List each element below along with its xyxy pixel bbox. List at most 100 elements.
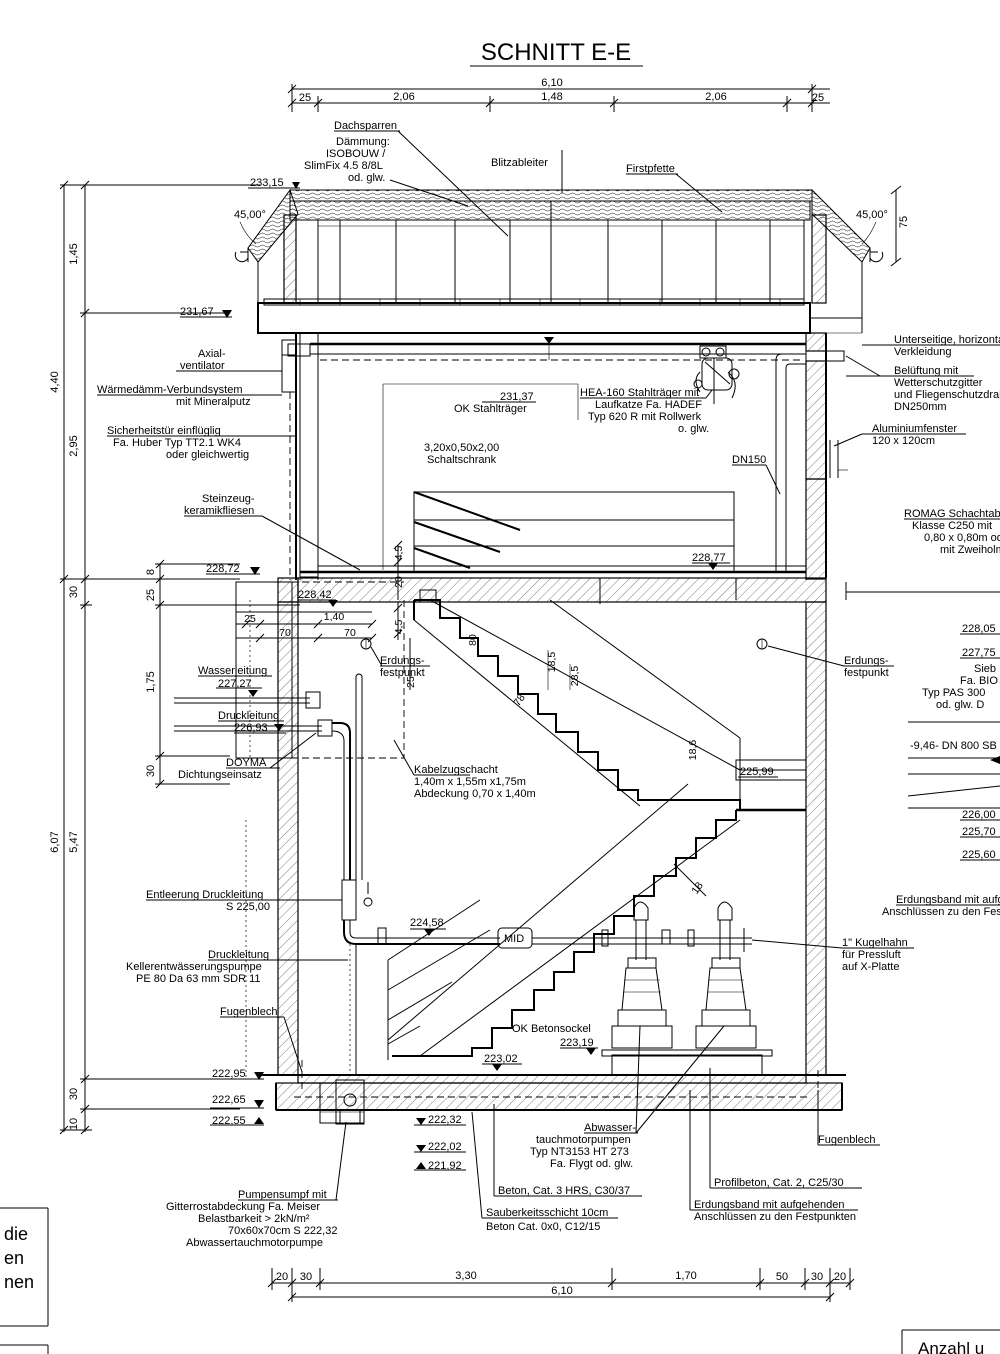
dim-inner-30: 30	[145, 765, 157, 777]
label-wasserleitung: Wasserleitung	[198, 665, 267, 677]
label-sauberkeit-2: Beton Cat. 0x0, C12/15	[486, 1221, 600, 1233]
dim-left-440: 4,40	[49, 371, 61, 392]
dim-stair-b: 18,5	[546, 652, 558, 673]
label-druckleitung2-1: Druckleitung	[208, 949, 269, 961]
dim-stair-c: 28,5	[569, 666, 581, 687]
label-mid: MID	[504, 933, 524, 945]
label-steinzeug-2: keramikfliesen	[184, 505, 254, 517]
label-daemmung-4: od. glw.	[348, 172, 385, 184]
dim-ped-25: 25	[405, 676, 417, 688]
label-pumpensumpf-5: Abwassertauchmotorpumpe	[186, 1237, 323, 1249]
dim-bottom-30a: 30	[300, 1271, 312, 1283]
label-profilbeton: Profilbeton, Cat. 2, C25/30	[714, 1177, 844, 1189]
label-erdungsband-b-1: Erdungsband mit aufgehenden	[694, 1199, 844, 1211]
level-22458: 224,58	[410, 917, 444, 929]
label-axial-2: ventilator	[180, 360, 225, 372]
label-abwasser-2: tauchmotorpumpen	[536, 1134, 631, 1146]
label-abwasser-3: Typ NT3153 HT 273	[530, 1146, 629, 1158]
label-erdung-r-2: festpunkt	[844, 667, 889, 679]
label-erdungsband-r-2: Anschlüssen zu den Festpunkten	[882, 906, 1000, 918]
level-22192: 221,92	[428, 1160, 462, 1172]
pumps	[611, 901, 757, 1049]
level-23137: 231,37	[500, 391, 534, 403]
label-wdvs-2: mit Mineralputz	[176, 396, 251, 408]
label-alufenster-2: 120 x 120cm	[872, 435, 935, 447]
crane-trolley	[693, 345, 740, 404]
dim-stair-e: 18,6	[687, 740, 699, 761]
label-kabelzug-3: Abdeckung 0,70 x 1,40m	[414, 788, 536, 800]
dim-left-547: 5,47	[68, 831, 80, 852]
label-hea-4: o. glw.	[678, 423, 709, 435]
top-dimension-chain: 6,10 25 2,06 1,48 2,06 25	[287, 77, 830, 112]
dim-top-total: 6,10	[541, 77, 562, 89]
dim-stair-a: 80	[467, 634, 479, 646]
label-romag-3: 0,80 x 0,80m od. glw.	[924, 532, 1000, 544]
dim-hatch-25: 25	[244, 613, 256, 625]
label-wdvs-1: Wärmedämm-Verbundsystem	[97, 384, 243, 396]
level-22842: 228,42	[298, 589, 332, 601]
label-sieb-1: Sieb	[974, 663, 996, 675]
label-belueftung-2: Wetterschutzgitter	[894, 377, 983, 389]
level-22775: 227,75	[962, 647, 996, 659]
cropped-title-block-left: die en nen	[0, 1207, 49, 1354]
label-sieb-4: od. glw. D	[936, 699, 984, 711]
dim-bottom-total: 6,10	[551, 1285, 572, 1297]
label-druckleitung2-2: Kellerentwässerungspumpe	[126, 961, 262, 973]
label-ok-beton: OK Betonsockel	[512, 1023, 591, 1035]
label-entleerung-1: Entleerung Druckleitung	[146, 889, 263, 901]
fragment-anzahl: Anzahl u	[918, 1339, 984, 1354]
dim-roof-75: 75	[898, 216, 910, 228]
level-22255: 222,55	[212, 1115, 246, 1127]
dim-bottom-30b: 30	[811, 1271, 823, 1283]
label-kugelhahn-1: 1" Kugelhahn	[842, 937, 908, 949]
dim-bottom-50: 50	[776, 1271, 788, 1283]
label-blitzableiter: Blitzableiter	[491, 157, 548, 169]
dim-hatch-140: 1,40	[324, 611, 345, 623]
label-dn150: DN150	[732, 454, 766, 466]
label-pumpensumpf-3: Belastbarkeit > 2kN/m²	[198, 1213, 310, 1225]
level-22693: 226,93	[234, 722, 268, 734]
upper-interior: 4,5 20	[300, 345, 806, 600]
label-axial-1: Axial-	[198, 348, 226, 360]
dim-inner-175: 1,75	[145, 671, 157, 692]
label-belueftung-3: und Fliegenschutzdraht	[894, 389, 1000, 401]
level-22877: 228,77	[692, 552, 726, 564]
label-tuer-1: Sicherheitstür einflüglig	[107, 425, 221, 437]
label-alufenster-1: Aluminiumfenster	[872, 423, 957, 435]
bottom-dimension-chain: 20 30 3,30 1,70 50 30 20 6,10	[267, 1268, 855, 1302]
dim-left-145: 1,45	[68, 243, 80, 264]
label-dachsparren: Dachsparren	[334, 120, 397, 132]
label-sauberkeit-1: Sauberkeitsschicht 10cm	[486, 1207, 608, 1219]
label-unterseitig-2: Verkleidung	[894, 346, 952, 358]
label-kabelzug-2: 1,40m x 1,55m x1,75m	[414, 776, 526, 788]
fragment-die: die	[4, 1224, 28, 1244]
label-pumpensumpf-4: 70x60x70cm S 222,32	[228, 1225, 337, 1237]
dim-top-3: 1,48	[541, 91, 562, 103]
label-hea-2: Laufkatze Fa. HADEF	[595, 399, 702, 411]
label-beton: Beton, Cat. 3 HRS, C30/37	[498, 1185, 630, 1197]
label-druckleitung-1: Druckleitung	[218, 710, 279, 722]
label-fugenblech-r: Fugenblech	[818, 1134, 876, 1146]
label-erdung-l-2: festpunkt	[380, 667, 425, 679]
roof: 75	[234, 150, 910, 334]
dim-top-1: 25	[299, 92, 311, 104]
label-fugenblech-l: Fugenblech	[220, 1006, 278, 1018]
level-22232: 222,32	[428, 1114, 462, 1126]
label-erdungsband-r-1: Erdungsband mit aufgehenden	[896, 894, 1000, 906]
label-hea-3: Typ 620 R mit Rollwerk	[588, 411, 702, 423]
label-doyma-1: DOYMA	[226, 757, 267, 769]
level-22805: 228,05	[962, 623, 996, 635]
dim-left-295: 2,95	[68, 435, 80, 456]
level-23167: 231,67	[180, 306, 214, 318]
angle-right: 45,00°	[856, 209, 888, 221]
label-kugelhahn-3: auf X-Platte	[842, 961, 899, 973]
label-erdung-l-1: Erdungs-	[380, 655, 425, 667]
label-tuer-2: Fa. Huber Typ TT2.1 WK4	[113, 437, 241, 449]
label-daemmung-3: SlimFix 4.5 8/8L	[304, 160, 383, 172]
stairs: 18 80 18,5 28,5 78 18,6	[387, 599, 807, 1060]
fragment-nen: nen	[4, 1272, 34, 1292]
lower-structure: 1,40 25 70 70 4,5 25	[235, 577, 846, 1124]
label-tuer-3: oder gleichwertig	[166, 449, 249, 461]
label-steinzeug-1: Steinzeug-	[202, 493, 255, 505]
label-daemmung-2: ISOBOUW /	[326, 148, 386, 160]
